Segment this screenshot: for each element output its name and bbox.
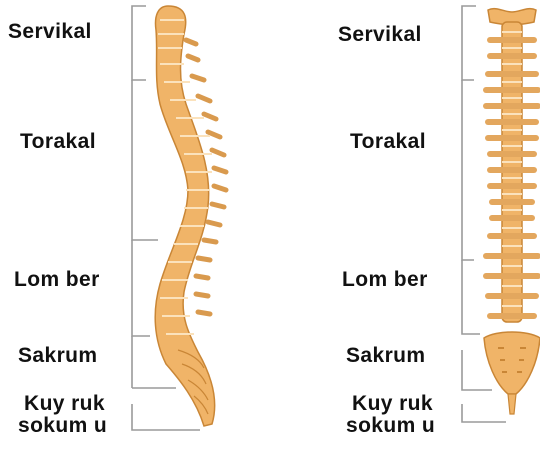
right-label-sacral: Sakrum	[346, 346, 425, 366]
right-label-coccyx-1: Kuy ruk	[352, 393, 433, 414]
right-label-thoracic: Torakal	[350, 132, 426, 152]
left-label-coccyx-2: sokum u	[18, 415, 107, 436]
frontal-coccyx	[508, 394, 516, 414]
right-label-coccyx-2: sokum u	[346, 415, 435, 436]
lateral-spine	[155, 6, 226, 426]
right-label-cervical: Servikal	[338, 25, 422, 45]
left-label-sacral: Sakrum	[18, 346, 97, 366]
lateral-spine-column	[155, 6, 214, 426]
frontal-spine	[484, 9, 540, 414]
left-label-thoracic: Torakal	[20, 132, 96, 152]
left-label-lumbar: Lom ber	[14, 270, 100, 290]
left-label-cervical: Servikal	[8, 22, 92, 42]
right-label-lumbar: Lom ber	[342, 270, 428, 290]
frontal-sacrum	[484, 332, 540, 394]
left-label-coccyx-1: Kuy ruk	[24, 393, 105, 414]
